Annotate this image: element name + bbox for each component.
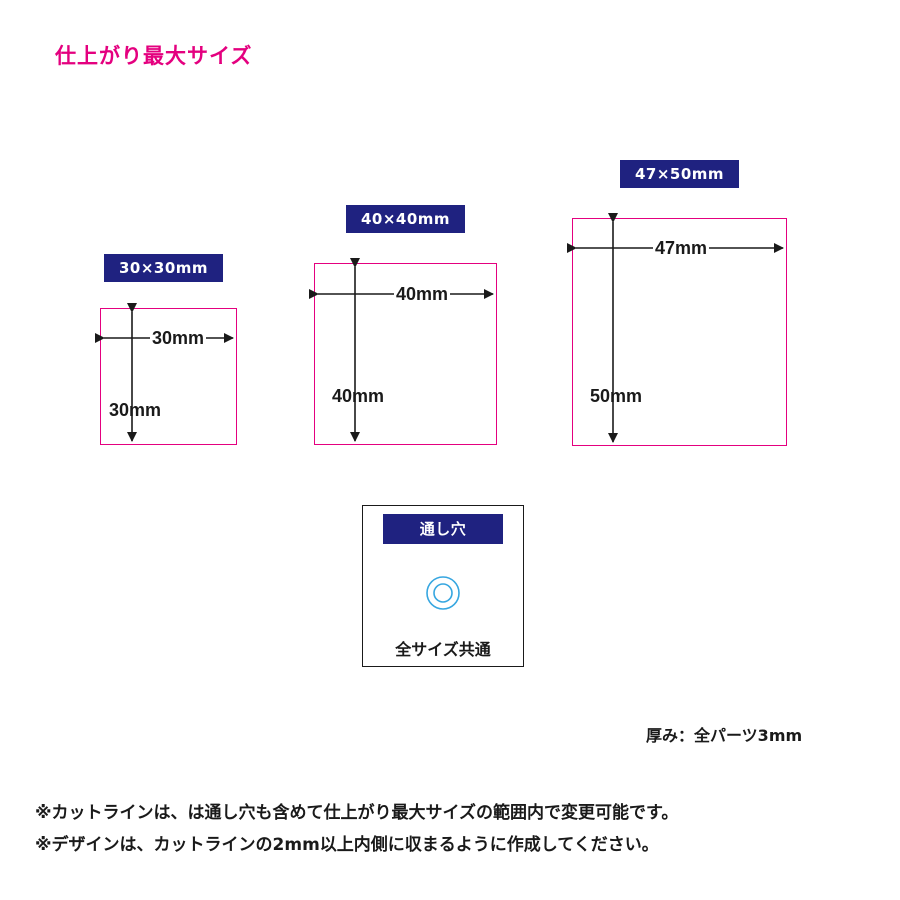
height-label-47x50: 50mm [590,386,643,406]
size-badge-47x50: 47×50mm [620,160,739,188]
cut-line-47x50 [572,218,787,446]
width-label-47x50: 47mm [653,238,710,258]
width-label-30x30: 30mm [150,328,207,348]
page-title: 仕上がり最大サイズ [55,44,253,68]
size-badge-30x30: 30×30mm [104,254,223,282]
note-design: ※デザインは、カットラインの2mm以上内側に収まるように作成してください。 [35,835,659,855]
size-badge-40x40: 40×40mm [346,205,465,233]
height-label-40x40: 40mm [332,386,385,406]
height-label-30x30: 30mm [109,400,162,420]
cut-line-40x40 [314,263,497,445]
thickness-label: 厚み：全パーツ3mm [646,726,803,745]
hole-icon [426,576,460,610]
cut-line-30x30 [100,308,237,445]
note-cut-line: ※カットラインは、は通し穴も含めて仕上がり最大サイズの範囲内で変更可能です。 [35,803,679,823]
width-label-40x40: 40mm [394,284,451,304]
hole-panel [362,505,524,667]
hole-caption: 全サイズ共通 [395,640,491,659]
hole-badge: 通し穴 [383,514,503,544]
